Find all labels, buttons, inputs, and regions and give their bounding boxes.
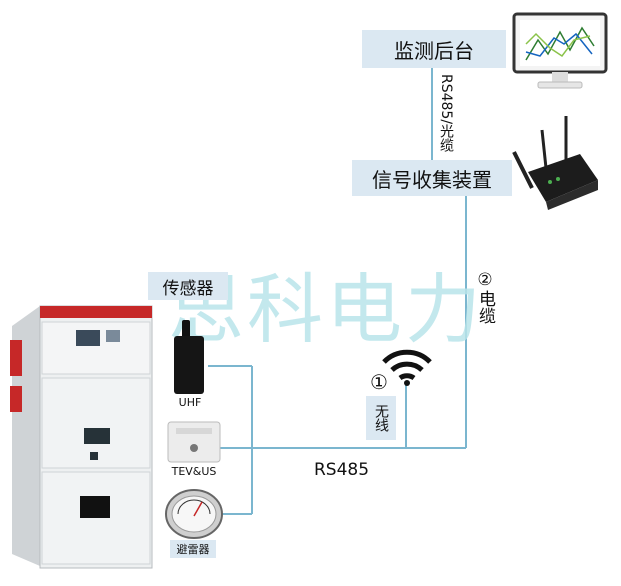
monitor-icon (512, 12, 608, 89)
sensor-label: 传感器 (148, 272, 228, 300)
collector-label: 信号收集装置 (352, 160, 512, 196)
sensor-text: 传感器 (162, 278, 214, 299)
arrester-label: 避雷器 (170, 540, 216, 558)
wireless-label: 无线 (366, 396, 396, 440)
uhf-label: UHF (178, 396, 202, 409)
wireless-number: ① (370, 370, 388, 394)
uhf-sensor-icon (174, 320, 204, 394)
rs485-fiber-label: RS485/光缆 (438, 74, 454, 153)
wireless-text: 无线 (373, 404, 389, 432)
monitor-backend-label: 监测后台 (362, 30, 506, 68)
switchgear-cabinet (10, 305, 153, 569)
tev-label: TEV&US (171, 465, 217, 478)
monitor-backend-text: 监测后台 (394, 38, 474, 63)
collector-device-icon (512, 116, 598, 210)
watermark-text: 思科电力 (168, 265, 484, 354)
cable-label: ②电缆 (475, 270, 495, 324)
arrester-text: 避雷器 (176, 543, 210, 556)
tev-sensor-icon (167, 421, 221, 463)
wifi-icon (382, 349, 432, 386)
rs485-label: RS485 (314, 460, 370, 480)
arrester-icon (165, 489, 223, 539)
collector-text: 信号收集装置 (372, 167, 492, 192)
